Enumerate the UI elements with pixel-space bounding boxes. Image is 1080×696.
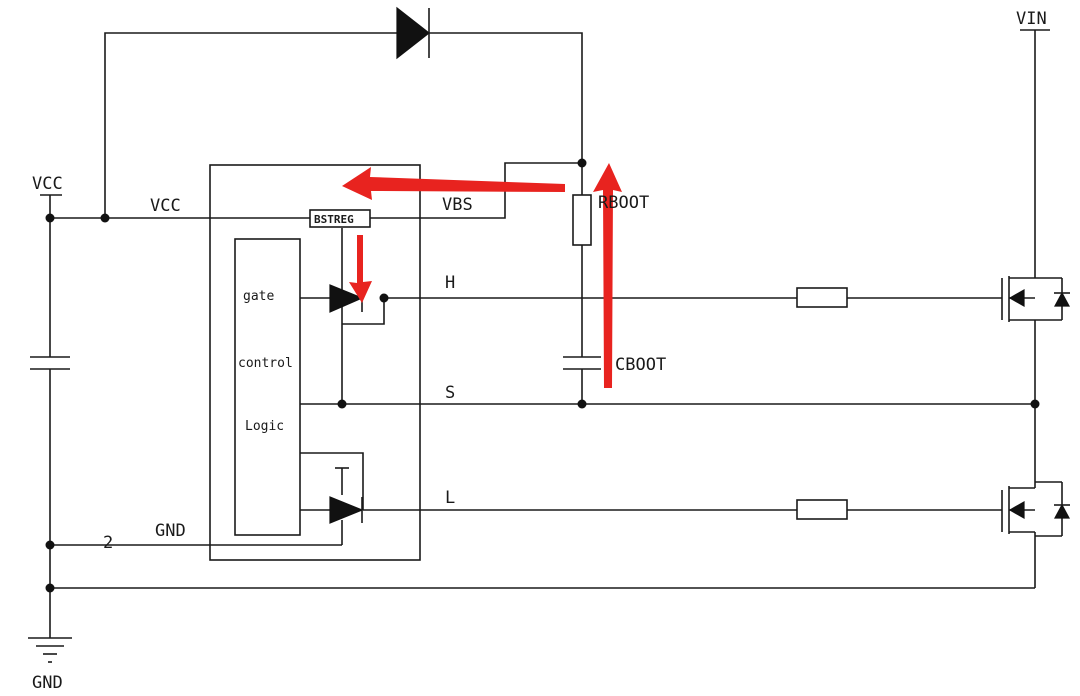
rboot-resistor (572, 194, 592, 246)
vin-label: VIN (1016, 9, 1047, 29)
logic-block (234, 238, 301, 536)
control-label: control (238, 356, 293, 371)
s-pin-label: S (445, 383, 455, 403)
low-gate-resistor (796, 499, 848, 520)
arrow-down-to-driver (349, 235, 372, 303)
logic-label: Logic (245, 419, 284, 434)
gnd-rail-label: GND (32, 673, 63, 693)
cboot-label: CBOOT (615, 355, 666, 375)
gnd-pin-label: GND (155, 521, 186, 541)
cboot-capacitor (563, 356, 601, 370)
vcc-pin-label: VCC (150, 196, 181, 216)
l-pin-label: L (445, 488, 455, 508)
low-side-mosfet (1001, 478, 1071, 538)
high-side-mosfet (1001, 276, 1071, 322)
wires (40, 29, 1050, 638)
arrow-to-bstreg (342, 167, 565, 200)
bootstrap-diode (396, 6, 430, 60)
ground-symbol (28, 637, 72, 663)
h-pin-label: H (445, 273, 455, 293)
current-path-arrows (342, 163, 622, 388)
driver-ic-outline (209, 164, 421, 561)
high-gate-resistor (796, 287, 848, 308)
low-side-driver (329, 496, 364, 524)
l-driver-supply (300, 452, 364, 510)
vcc-rail-label: VCC (32, 174, 63, 194)
pin-number-label: 2 (103, 533, 113, 553)
rboot-label: RBOOT (598, 193, 649, 213)
h-driver-feedback (342, 298, 385, 325)
labels: VCC VCC VBS BSTREG gate control Logic H … (32, 9, 1047, 693)
vbs-pin-label: VBS (442, 195, 473, 215)
bstreg-box (309, 209, 371, 228)
junction-dots (45, 158, 1040, 593)
boot-diode-wire (104, 32, 583, 218)
bstreg-label: BSTREG (314, 213, 354, 226)
vcc-capacitor (30, 356, 70, 370)
gate-label: gate (243, 289, 274, 304)
arrow-up-cboot (593, 163, 622, 388)
